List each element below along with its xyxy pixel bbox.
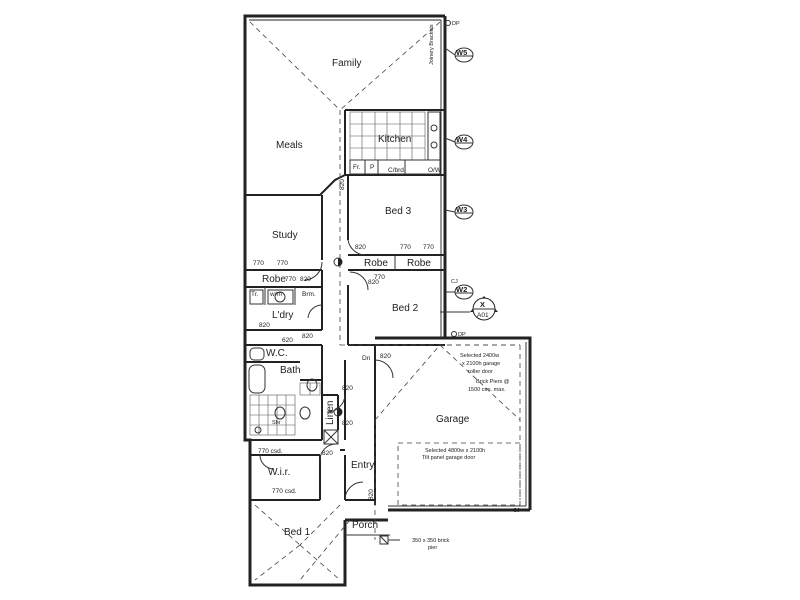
door-770-c: 770 [400,244,411,251]
window-label-w4: W4 [456,135,468,144]
section-letter: X [480,300,485,309]
note-porch-pier-2: pier [428,545,437,551]
fixture-cupboard: C/brd [388,167,404,174]
note-tilt-door-1: Selected 4800w x 2100h [425,448,485,454]
note-brick-piers-1: Brick Piers @ [476,379,510,385]
door-820-linen-a: 820 [342,385,353,392]
fixture-wm: w/m [269,291,282,298]
room-wir: W.i.r. [268,467,290,478]
note-joinery: Joinery Brackets [429,24,435,65]
exterior-walls [243,14,532,587]
note-dp-top: DP [452,21,460,27]
note-porch-pier-1: 350 x 350 brick [412,538,450,544]
fixture-pantry: P [370,164,374,171]
door-820-entry: 820 [339,179,346,190]
kitchen-tiles [349,111,441,175]
note-roller-door-1: Selected 2400w [460,353,499,359]
door-770-d: 770 [423,244,434,251]
room-porch: Porch [352,520,378,531]
window-tag-w3: W3 [444,204,474,220]
door-770-csd-b: 770 csd. [272,488,297,495]
door-770-e: 770 [374,274,385,281]
fixture-fridge: Fr. [353,164,361,171]
note-roller-door-3: roller door [468,369,493,375]
door-820-wir: 820 [322,450,333,457]
door-820-garage: 820 [380,353,391,360]
room-robe-bed3-left: Robe [364,258,388,269]
room-wc: W.C. [266,348,288,359]
room-laundry: L'dry [272,310,293,321]
window-label-w3: W3 [456,205,467,214]
door-820-wc: 820 [302,333,313,340]
window-label-w2: W2 [456,285,467,294]
door-dn: Dn [362,355,371,362]
tilt-door-outline [397,442,521,506]
door-770-a: 770 [253,260,264,267]
fixture-ow: O/W [428,167,442,174]
room-entry: Entry [351,460,374,471]
note-brick-piers-2: 1500 ctrs. max. [468,387,506,393]
door-820-robe: 820 [300,276,311,283]
door-770-csd-a: 770 csd. [258,448,283,455]
window-tag-w4: W4 [444,134,474,150]
door-770-f: 770 [285,276,296,283]
window-label-w5: W5 [456,48,467,57]
note-dp-mid: DP [458,332,466,338]
room-meals: Meals [276,140,303,151]
note-cj-a: CJ [451,279,458,285]
window-tag-w2: W2 [445,284,474,300]
door-770-b: 770 [277,260,288,267]
room-linen: Linen [325,401,336,425]
section-marker: X A01 [440,296,498,321]
room-bath: Bath [280,365,301,376]
door-620: 620 [282,337,293,344]
note-cj-b: CJ [513,508,520,514]
room-study: Study [272,230,298,241]
section-sheet: A01 [477,312,489,319]
window-tag-w5: W5 [444,47,474,63]
fixture-brm: Brm. [302,291,316,298]
room-family: Family [332,58,361,69]
room-garage: Garage [436,414,470,425]
porch-pier-callout: 350 x 350 brick pier [379,535,450,551]
room-robe-study: Robe [262,274,286,285]
fixture-shr: Shr [272,420,281,426]
note-tilt-door-2: Tilt panel garage door [422,455,475,461]
door-820-bed2: 820 [368,489,375,500]
room-bed3: Bed 3 [385,206,412,217]
room-kitchen: Kitchen [378,134,411,145]
fixture-tr: Tr. [251,291,259,298]
door-swings [259,239,394,501]
room-bed2: Bed 2 [392,303,419,314]
door-820-bed3: 820 [368,279,379,286]
door-820-study: 820 [355,244,366,251]
door-820-linen-b: 820 [342,420,353,427]
room-robe-bed3-right: Robe [407,258,431,269]
door-820-ldry: 820 [259,322,270,329]
wet-area-tiles [248,289,339,445]
room-bed1: Bed 1 [284,527,311,538]
note-roller-door-2: x 2100h garage [462,361,500,367]
